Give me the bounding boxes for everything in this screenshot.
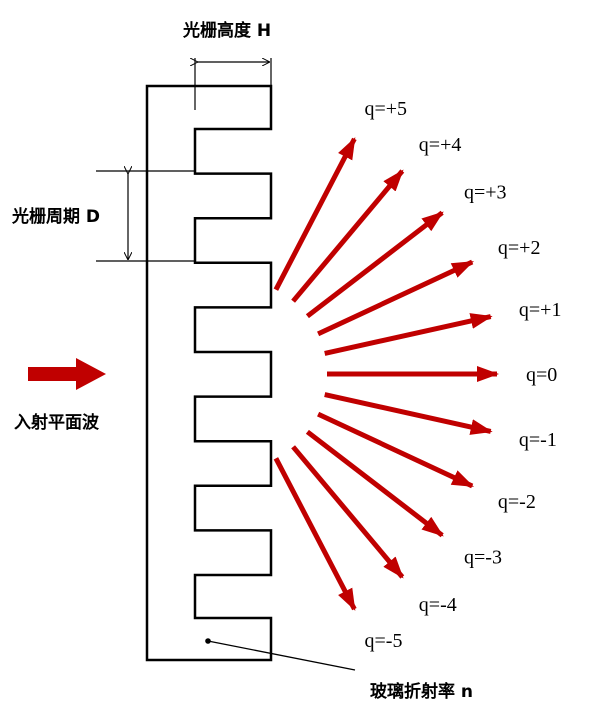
order-label: q=+2 [498, 237, 541, 259]
order-arrow [273, 137, 357, 291]
order-arrow [317, 259, 475, 337]
order-label: q=-3 [464, 547, 502, 569]
glass-index-label: 玻璃折射率 n [370, 681, 473, 702]
order-arrow [324, 313, 493, 356]
order-label: q=+1 [519, 299, 562, 321]
order-label: q=+5 [365, 98, 408, 120]
grating-period-label: 光栅周期 D [11, 206, 100, 227]
grating-height-label: 光栅高度 H [182, 20, 271, 41]
order-label: q=-4 [419, 594, 457, 616]
order-arrow [324, 392, 493, 435]
order-arrow [317, 411, 475, 489]
order-label: q=-1 [519, 429, 557, 451]
order-arrow [305, 429, 444, 538]
order-arrow [273, 457, 357, 611]
glass-index-pointer [205, 638, 356, 671]
grating-outline [145, 84, 273, 662]
order-label: q=+3 [464, 181, 507, 203]
incident-wave-arrow [28, 358, 106, 390]
order-arrow [291, 169, 405, 303]
order-label: q=0 [526, 364, 557, 386]
period-dimension [96, 171, 195, 262]
diffraction-orders: q=+5 q=+4 q=+3 q=+2 q=+1 q=0 q=-1 q=-2 q=-3 q=-4 q… [273, 98, 562, 652]
order-label: q=+4 [419, 134, 462, 156]
order-label: q=-5 [365, 630, 403, 652]
order-arrow [305, 210, 444, 319]
incident-wave-label: 入射平面波 [14, 412, 100, 433]
order-label: q=-2 [498, 491, 536, 513]
order-arrow [291, 445, 405, 579]
height-dimension [195, 58, 272, 110]
